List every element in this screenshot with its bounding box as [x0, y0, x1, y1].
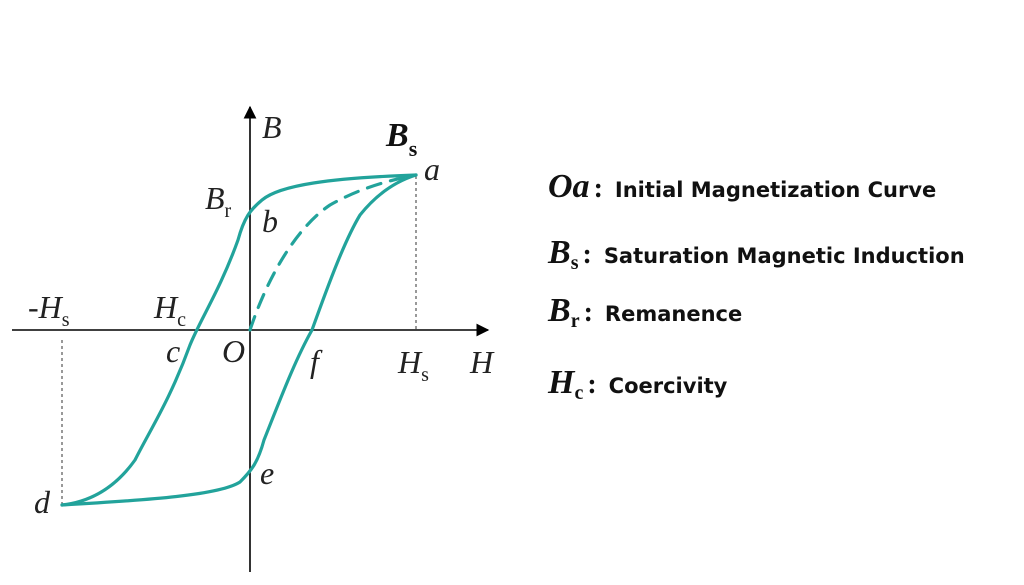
- legend-symbol: Bs: [548, 234, 579, 274]
- point-a-label: a: [424, 151, 440, 187]
- point-c-label: c: [166, 333, 180, 369]
- legend-colon: :: [587, 369, 597, 400]
- legend-text: Coercivity: [608, 374, 728, 398]
- legend-row-br: Br : Remanence: [548, 292, 742, 333]
- point-b-label: b: [262, 203, 278, 239]
- h-axis-label: H: [469, 344, 495, 380]
- legend-symbol: Oa: [548, 168, 590, 205]
- hs-label: Hs: [397, 344, 429, 386]
- legend-colon: :: [582, 239, 592, 270]
- origin-label: O: [222, 333, 245, 369]
- initial-magnetization-curve: [248, 173, 418, 332]
- hc-label: Hc: [153, 289, 186, 331]
- legend-colon: :: [583, 297, 593, 328]
- b-axis-label: B: [262, 109, 282, 145]
- legend-symbol: Br: [548, 292, 580, 332]
- legend-row-bs: Bs : Saturation Magnetic Induction: [548, 234, 965, 275]
- point-d-label: d: [34, 484, 51, 520]
- legend-text: Saturation Magnetic Induction: [603, 244, 965, 268]
- legend-row-oa: Oa : Initial Magnetization Curve: [548, 168, 936, 206]
- lower-branch-curve: [60, 173, 418, 507]
- legend-text: Remanence: [604, 302, 743, 326]
- point-e-label: e: [260, 455, 274, 491]
- legend-text: Initial Magnetization Curve: [614, 178, 937, 202]
- neg-hs-label: -Hs: [28, 289, 70, 331]
- br-label: Br: [205, 180, 232, 222]
- upper-branch-curve: [60, 173, 418, 507]
- legend-symbol: Hc: [548, 364, 584, 404]
- legend-row-hc: Hc : Coercivity: [548, 364, 727, 405]
- bs-label: Bs: [385, 117, 418, 161]
- hysteresis-loop-diagram: B H O a b c d e f Bs Br Hc Hs -Hs: [12, 105, 495, 572]
- point-f-label: f: [310, 343, 323, 379]
- legend-colon: :: [593, 173, 603, 204]
